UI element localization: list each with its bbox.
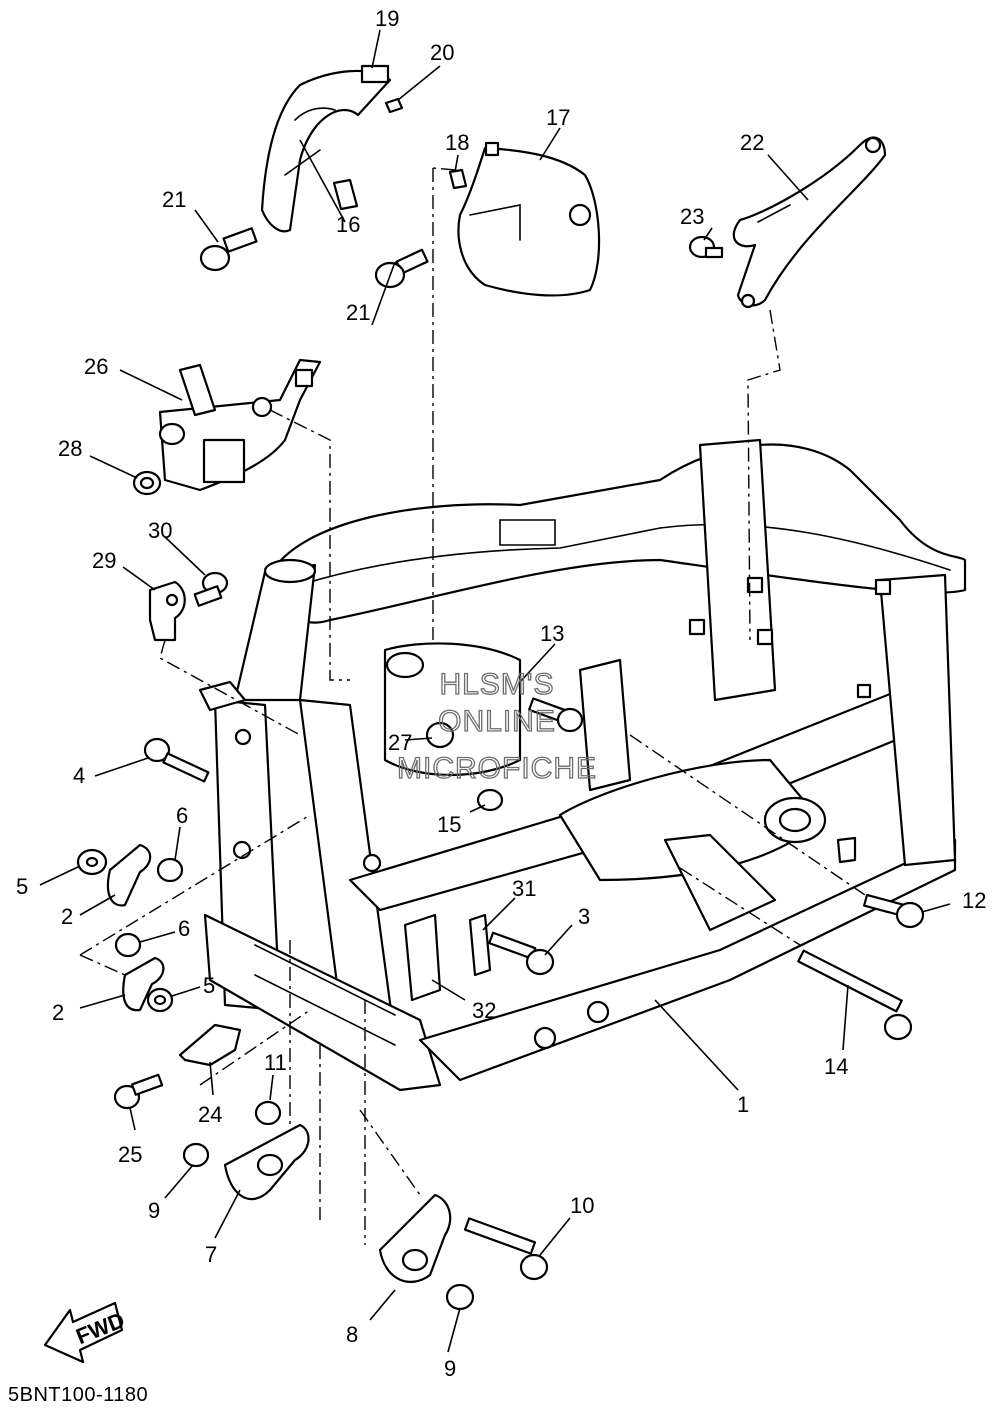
callout-31: 31	[512, 876, 536, 901]
callout-1: 1	[737, 1092, 749, 1117]
bolt-21a	[199, 227, 258, 272]
callout-32: 32	[472, 998, 496, 1023]
watermark-line-2: ONLINE	[438, 705, 556, 738]
watermark-line-1: HLSM'S	[439, 668, 554, 701]
bolt-3	[488, 931, 555, 976]
callout-5b: 5	[203, 973, 215, 998]
part-20-label	[384, 97, 404, 114]
callout-5a: 5	[16, 874, 28, 899]
plate-2a	[106, 843, 152, 907]
plate-8	[378, 1193, 452, 1283]
bolt-4	[143, 737, 210, 783]
callout-15: 15	[437, 812, 461, 837]
bolt-30	[193, 571, 229, 607]
callout-29: 29	[92, 548, 116, 573]
callout-10: 10	[570, 1193, 594, 1218]
bolt-6a	[156, 857, 184, 883]
part-22-bracket	[732, 136, 887, 309]
callout-14: 14	[824, 1054, 848, 1079]
callout-22: 22	[740, 130, 764, 155]
callout-21b: 21	[346, 300, 370, 325]
bolt-25	[113, 1073, 164, 1110]
bolt-9a	[182, 1142, 210, 1168]
leader-lines	[39, 29, 951, 1353]
bolt-13	[528, 697, 584, 733]
bolt-6b	[114, 932, 142, 958]
callout-6a: 6	[176, 803, 188, 828]
callout-21a: 21	[162, 187, 186, 212]
callout-16: 16	[336, 212, 360, 237]
bolt-14	[797, 949, 913, 1041]
callout-9b: 9	[444, 1356, 456, 1381]
callout-28: 28	[58, 436, 82, 461]
callout-9a: 9	[148, 1198, 160, 1223]
bolt-21b	[374, 248, 429, 289]
part-28-grommet	[132, 470, 162, 496]
callouts: 19 20 17 18 22 21 23 16 21 26 28 30 29 1…	[16, 6, 986, 1381]
washer-5a	[76, 848, 108, 876]
callout-19: 19	[375, 6, 399, 31]
bolt-12	[863, 893, 925, 929]
washer-5b	[146, 987, 174, 1013]
watermark: HLSM'S ONLINE MICROFICHE	[396, 667, 597, 785]
callout-23: 23	[680, 204, 704, 229]
callout-13: 13	[540, 621, 564, 646]
callout-3: 3	[578, 904, 590, 929]
callout-18: 18	[445, 130, 469, 155]
fwd-arrow-icon: FWD	[43, 1301, 128, 1364]
bolt-10	[463, 1217, 549, 1281]
part-18-label	[448, 168, 468, 190]
part-17-cover	[457, 141, 601, 297]
callout-24: 24	[198, 1102, 222, 1127]
callout-25: 25	[118, 1142, 142, 1167]
part-19-side-cover	[260, 64, 392, 233]
callout-6b: 6	[178, 916, 190, 941]
bracket-24	[178, 1023, 242, 1067]
callout-2b: 2	[52, 1000, 64, 1025]
callout-4: 4	[73, 763, 85, 788]
callout-11: 11	[264, 1050, 287, 1075]
diagram-code: 5BNT100-1180	[8, 1384, 149, 1406]
bolt-27	[425, 721, 455, 749]
callout-30: 30	[148, 518, 172, 543]
main-frame	[198, 438, 967, 1092]
part-16-damper	[332, 178, 359, 211]
watermark-line-3: MICROFICHE	[397, 752, 597, 785]
assembly-lines	[79, 167, 866, 1245]
callout-27: 27	[388, 730, 412, 755]
callout-2a: 2	[61, 904, 73, 929]
callout-20: 20	[430, 40, 454, 65]
part-29-clamp	[148, 580, 186, 642]
bolt-23	[688, 235, 724, 259]
callout-17: 17	[546, 105, 570, 130]
callout-7: 7	[205, 1242, 217, 1267]
part-26-bracket	[158, 358, 322, 492]
bracket-31	[468, 913, 492, 977]
plate-7	[223, 1123, 310, 1201]
callout-26: 26	[84, 354, 108, 379]
washer-11	[254, 1100, 282, 1126]
callout-12: 12	[962, 888, 986, 913]
callout-8: 8	[346, 1322, 358, 1347]
bolt-9b	[445, 1283, 475, 1311]
